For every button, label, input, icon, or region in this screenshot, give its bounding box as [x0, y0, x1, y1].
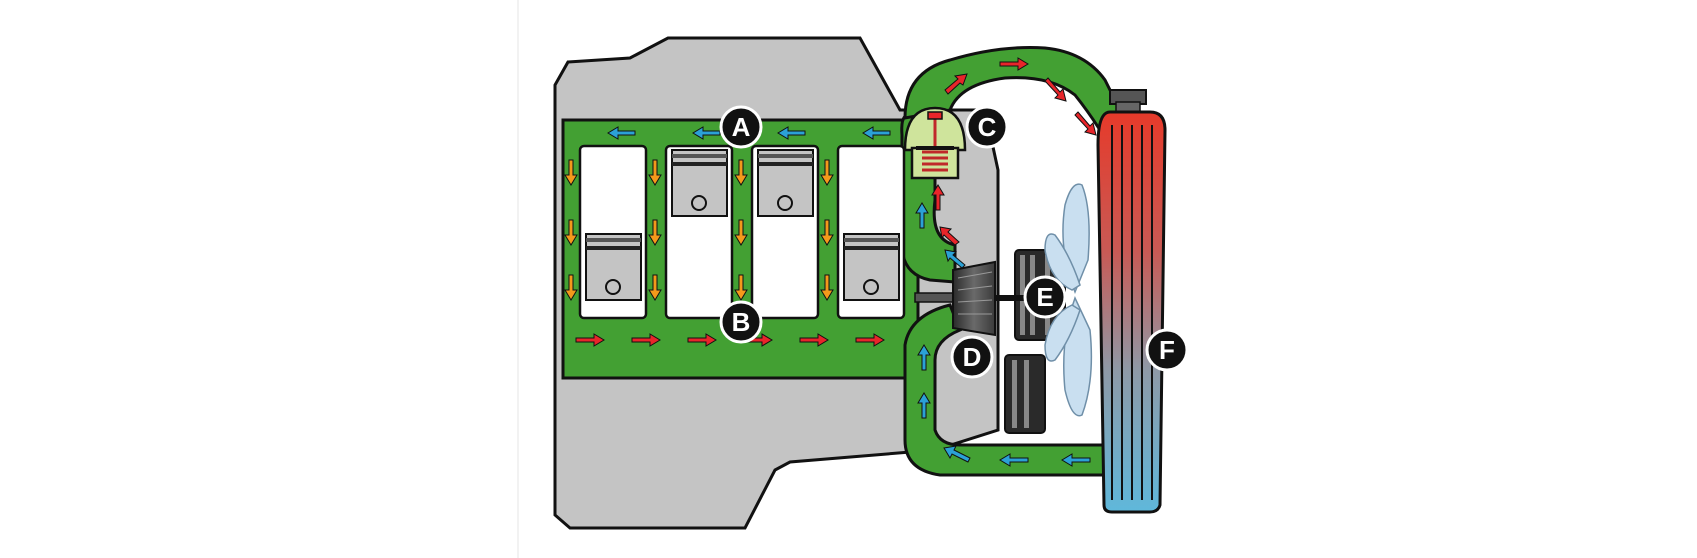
svg-text:E: E: [1036, 282, 1053, 312]
flow-arrow-cylinder: [734, 274, 748, 301]
thermostat-spring: [922, 150, 948, 172]
svg-text:A: A: [732, 112, 751, 142]
svg-text:F: F: [1159, 335, 1175, 365]
flow-arrow-cold: [862, 126, 891, 140]
flow-arrow-cylinder: [734, 219, 748, 246]
flow-arrow-hot: [687, 333, 717, 347]
flow-arrow-cold: [692, 126, 721, 140]
fan: [1044, 183, 1093, 417]
flow-arrow-hot: [575, 333, 605, 347]
flow-arrow-hot: [1044, 77, 1067, 102]
flow-arrow-cylinder: [648, 219, 662, 246]
flow-arrow-hot: [999, 57, 1029, 71]
label-f: F: [1145, 328, 1189, 372]
svg-text:D: D: [963, 342, 982, 372]
callout-labels: A B C D E F: [719, 105, 1189, 379]
label-d: D: [950, 335, 994, 379]
piston-3: [757, 149, 814, 217]
flow-arrows: [564, 57, 1097, 467]
label-a: A: [719, 105, 763, 149]
piston-1: [585, 233, 642, 301]
label-c: C: [965, 105, 1009, 149]
flow-arrow-hot: [939, 226, 960, 246]
flow-arrow-cylinder: [820, 274, 834, 301]
flow-arrow-cold: [999, 453, 1029, 467]
flow-arrow-cylinder: [734, 159, 748, 186]
flow-arrow-cold: [917, 392, 931, 419]
label-e: E: [1023, 275, 1067, 319]
flow-arrow-cylinder: [820, 159, 834, 186]
piston-4: [843, 233, 900, 301]
piston-2: [671, 149, 728, 217]
flow-arrow-cylinder: [648, 274, 662, 301]
water-pump: [914, 260, 996, 337]
svg-text:B: B: [732, 307, 751, 337]
pistons: [585, 149, 900, 301]
svg-text:C: C: [978, 112, 997, 142]
flow-arrow-cylinder: [564, 219, 578, 246]
flow-arrow-hot: [1074, 111, 1097, 136]
flow-arrow-cold: [777, 126, 806, 140]
flow-arrow-hot: [799, 333, 829, 347]
label-b: B: [719, 300, 763, 344]
flow-arrow-hot: [631, 333, 661, 347]
radiator: [1096, 89, 1167, 514]
flow-arrow-cylinder: [564, 159, 578, 186]
flow-arrow-cold: [1061, 453, 1091, 467]
flow-arrow-cold: [607, 126, 636, 140]
flow-arrow-hot: [855, 333, 885, 347]
flow-arrow-cold: [944, 249, 966, 269]
flow-arrow-cylinder: [820, 219, 834, 246]
flow-arrow-cold: [915, 202, 929, 229]
flow-arrow-cold: [917, 344, 931, 371]
flow-arrow-cylinder: [564, 274, 578, 301]
thermostat: [903, 106, 967, 180]
flow-arrow-cylinder: [648, 159, 662, 186]
flow-arrow-hot: [931, 184, 945, 211]
flow-arrow-hot: [944, 73, 968, 95]
flow-arrow-cold: [943, 445, 971, 463]
